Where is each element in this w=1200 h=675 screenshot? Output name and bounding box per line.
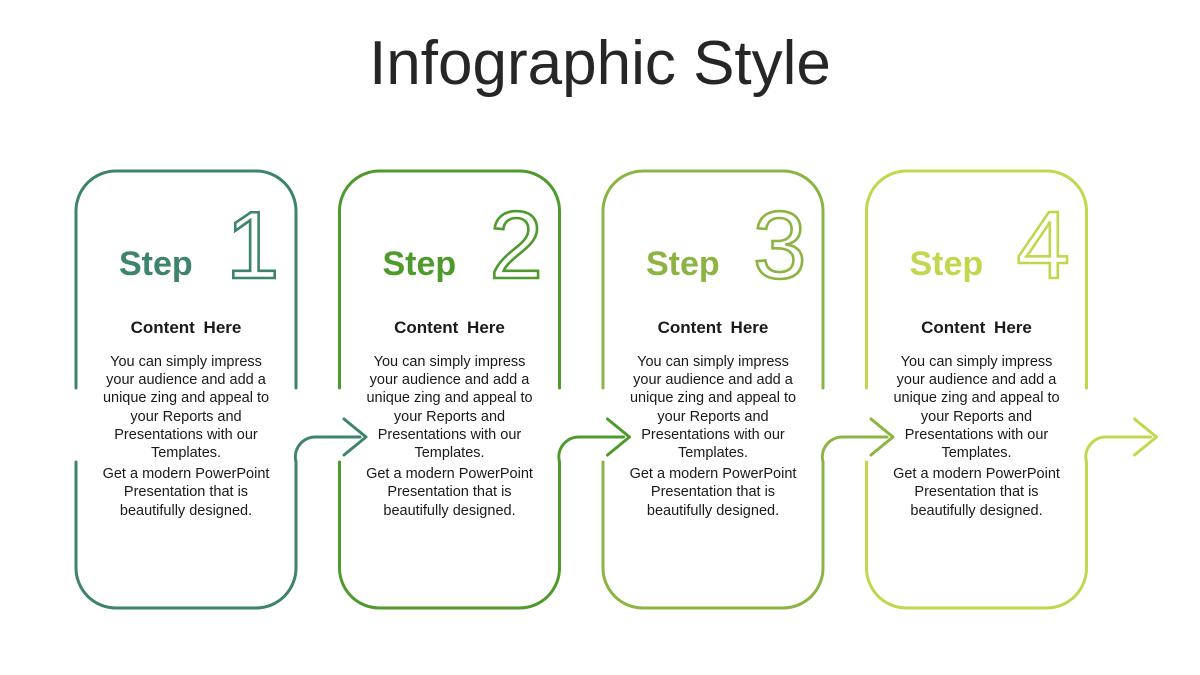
step-2-description: You can simply impress your audience and… xyxy=(366,354,533,462)
step-3-outline xyxy=(601,169,889,610)
step-4-description-extra: Get a modern PowerPoint Presentation tha… xyxy=(893,466,1060,519)
step-1-arrow-icon xyxy=(342,417,368,457)
step-1-description: You can simply impress your audience and… xyxy=(102,354,270,462)
step-4-number: 4 xyxy=(1017,192,1070,299)
step-3-label: Step xyxy=(646,245,720,283)
step-2-label: Step xyxy=(383,245,457,283)
step-4-content: Content Here You can simply impress your… xyxy=(887,318,1067,523)
step-4-outline xyxy=(865,169,1152,610)
step-3-content: Content Here You can simply impress your… xyxy=(623,318,803,523)
step-3-description-extra: Get a modern PowerPoint Presentation tha… xyxy=(629,466,797,519)
step-4-arrow-icon xyxy=(1133,417,1158,457)
step-2-outline xyxy=(338,169,625,610)
step-1-number: 1 xyxy=(226,192,279,299)
step-2-description-extra: Get a modern PowerPoint Presentation tha… xyxy=(366,466,533,519)
slide-title: Infographic Style xyxy=(369,29,831,98)
step-1-label: Step xyxy=(119,245,193,283)
step-2-shape: Step 2 xyxy=(338,169,631,610)
step-1-description-extra: Get a modern PowerPoint Presentation tha… xyxy=(102,466,270,519)
step-1-content: Content Here You can simply impress your… xyxy=(96,318,276,523)
step-4-shape: Step 4 xyxy=(865,169,1158,610)
step-4-description: You can simply impress your audience and… xyxy=(893,354,1060,462)
step-1-shape: Step 1 xyxy=(74,169,368,610)
step-4-heading: Content Here xyxy=(921,318,1032,337)
step-1-heading: Content Here xyxy=(130,318,242,337)
step-3-description: You can simply impress your audience and… xyxy=(629,354,797,462)
step-2-heading: Content Here xyxy=(394,318,505,337)
step-3-number: 3 xyxy=(753,192,806,299)
step-3-arrow-icon xyxy=(869,417,895,457)
step-1-outline xyxy=(74,169,362,610)
step-4-label: Step xyxy=(910,245,984,283)
step-2-arrow-icon xyxy=(606,417,631,457)
step-2-content: Content Here You can simply impress your… xyxy=(360,318,540,523)
step-2-number: 2 xyxy=(490,192,543,299)
step-3-heading: Content Here xyxy=(657,318,769,337)
step-3-shape: Step 3 xyxy=(601,169,895,610)
